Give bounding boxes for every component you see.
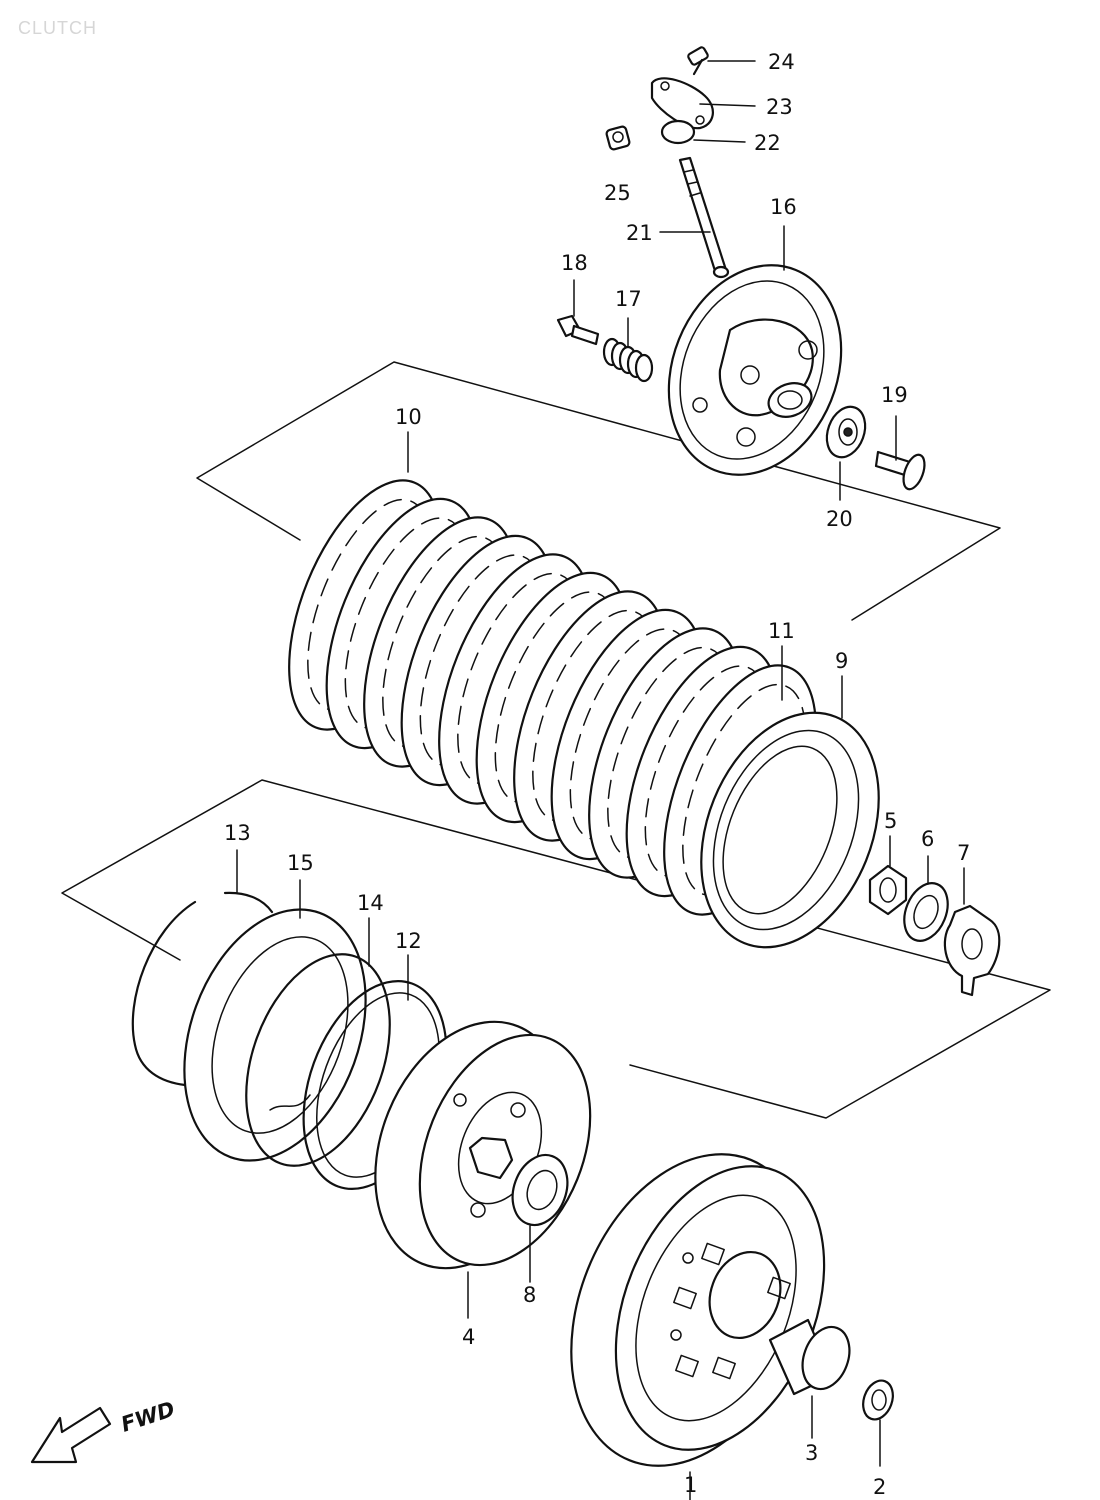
pressure-plate-16 — [667, 264, 843, 476]
plate-23 — [650, 77, 714, 130]
callout-7: 7 — [957, 841, 970, 865]
clutch-housing-1 — [570, 1153, 826, 1467]
pin-19 — [874, 450, 926, 491]
callout-1: 1 — [684, 1473, 697, 1497]
callout-9: 9 — [835, 649, 848, 673]
forward-arrow — [30, 1406, 112, 1464]
nut-5 — [868, 864, 908, 916]
callout-24: 24 — [768, 50, 795, 74]
forward-label: FWD — [118, 1397, 178, 1437]
spring-plate-9 — [700, 711, 880, 949]
pushrod-21 — [678, 156, 730, 279]
callout-16: 16 — [770, 195, 797, 219]
callout-3: 3 — [805, 1441, 818, 1465]
plate-group-outline — [196, 361, 1001, 621]
page-title: CLUTCH — [18, 18, 98, 38]
callout-23: 23 — [766, 95, 793, 119]
callout-21: 21 — [626, 221, 653, 245]
leader-lines — [236, 60, 965, 1500]
callout-6: 6 — [921, 827, 934, 851]
washer-6 — [903, 882, 949, 942]
lock-washer-7 — [943, 904, 1001, 997]
callout-14: 14 — [357, 891, 384, 915]
bolt-24 — [687, 46, 709, 76]
washer-8 — [511, 1153, 569, 1227]
cap-22 — [660, 119, 696, 145]
spring-washer-14 — [245, 953, 391, 1167]
callout-5: 5 — [884, 809, 897, 833]
bolt-18 — [556, 314, 600, 346]
callout-10: 10 — [395, 405, 422, 429]
callout-18: 18 — [561, 251, 588, 275]
callout-11: 11 — [768, 619, 795, 643]
washer-2 — [862, 1379, 894, 1421]
callout-20: 20 — [826, 507, 853, 531]
nut-25 — [605, 125, 631, 151]
spacer-3 — [768, 1318, 851, 1396]
callout-2: 2 — [873, 1475, 886, 1499]
callout-22: 22 — [754, 131, 781, 155]
callout-25: 25 — [604, 181, 631, 205]
callout-15: 15 — [287, 851, 314, 875]
callout-8: 8 — [523, 1283, 536, 1307]
callout-13: 13 — [224, 821, 251, 845]
clutch-hub-4 — [374, 1020, 592, 1270]
callout-12: 12 — [395, 929, 422, 953]
callout-17: 17 — [615, 287, 642, 311]
callout-4: 4 — [462, 1325, 475, 1349]
spring-17 — [602, 337, 654, 383]
circlip-13 — [131, 891, 274, 1087]
callout-19: 19 — [881, 383, 908, 407]
bearing-20 — [825, 405, 867, 459]
seat-15 — [183, 908, 367, 1162]
